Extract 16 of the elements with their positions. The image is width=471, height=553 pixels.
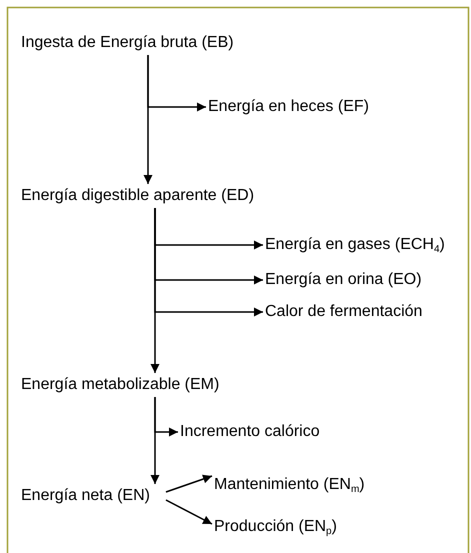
energy-label: Energía neta (EN) <box>21 486 150 506</box>
arrow <box>166 474 212 493</box>
energy-label: Energía en heces (EF) <box>208 97 369 117</box>
energy-label: Mantenimiento (EN$_{m}$) <box>214 475 365 495</box>
arrow <box>150 397 160 484</box>
arrow <box>166 499 212 525</box>
arrow <box>150 208 160 373</box>
energy-label: Energía en orina (EO) <box>265 270 422 290</box>
energy-label: Calor de fermentación <box>265 302 422 322</box>
energy-label: Energía metabolizable (EM) <box>21 375 220 395</box>
energy-label: Producción (EN$_{p}$) <box>214 517 337 537</box>
energy-label: Energía digestible aparente (ED) <box>21 186 254 206</box>
arrow <box>144 55 152 184</box>
energy-label: Energía en gases (ECH$_{4}$) <box>265 235 445 255</box>
energy-label: Ingesta de Energía bruta (EB) <box>21 33 234 53</box>
energy-label: Incremento calórico <box>180 422 320 442</box>
